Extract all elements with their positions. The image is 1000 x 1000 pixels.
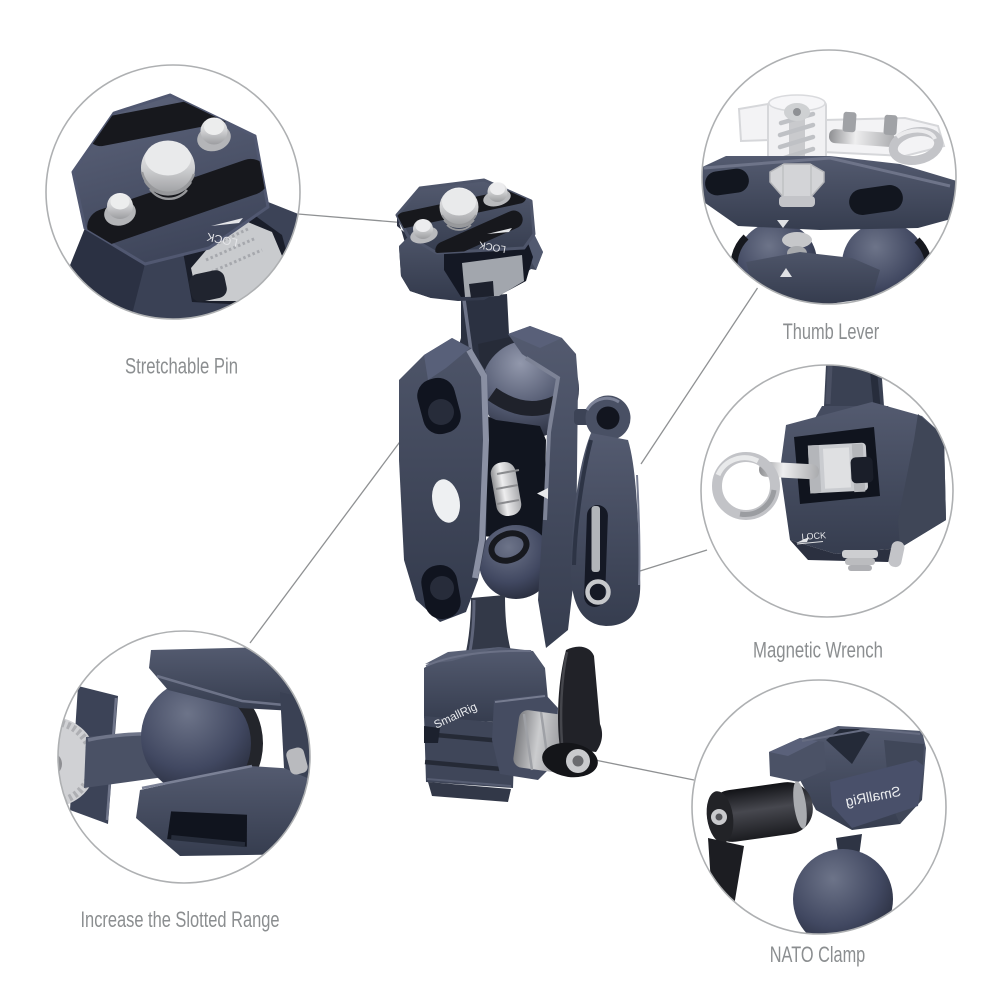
svg-text:Thumb Lever: Thumb Lever <box>783 319 880 344</box>
svg-text:LOCK: LOCK <box>478 239 507 255</box>
svg-text:Increase the Slotted Range: Increase the Slotted Range <box>81 907 280 932</box>
svg-text:Stretchable Pin: Stretchable Pin <box>125 354 238 379</box>
svg-text:NATO Clamp: NATO Clamp <box>770 942 866 967</box>
svg-text:LOCK: LOCK <box>801 530 826 542</box>
svg-text:Magnetic Wrench: Magnetic Wrench <box>753 638 883 663</box>
